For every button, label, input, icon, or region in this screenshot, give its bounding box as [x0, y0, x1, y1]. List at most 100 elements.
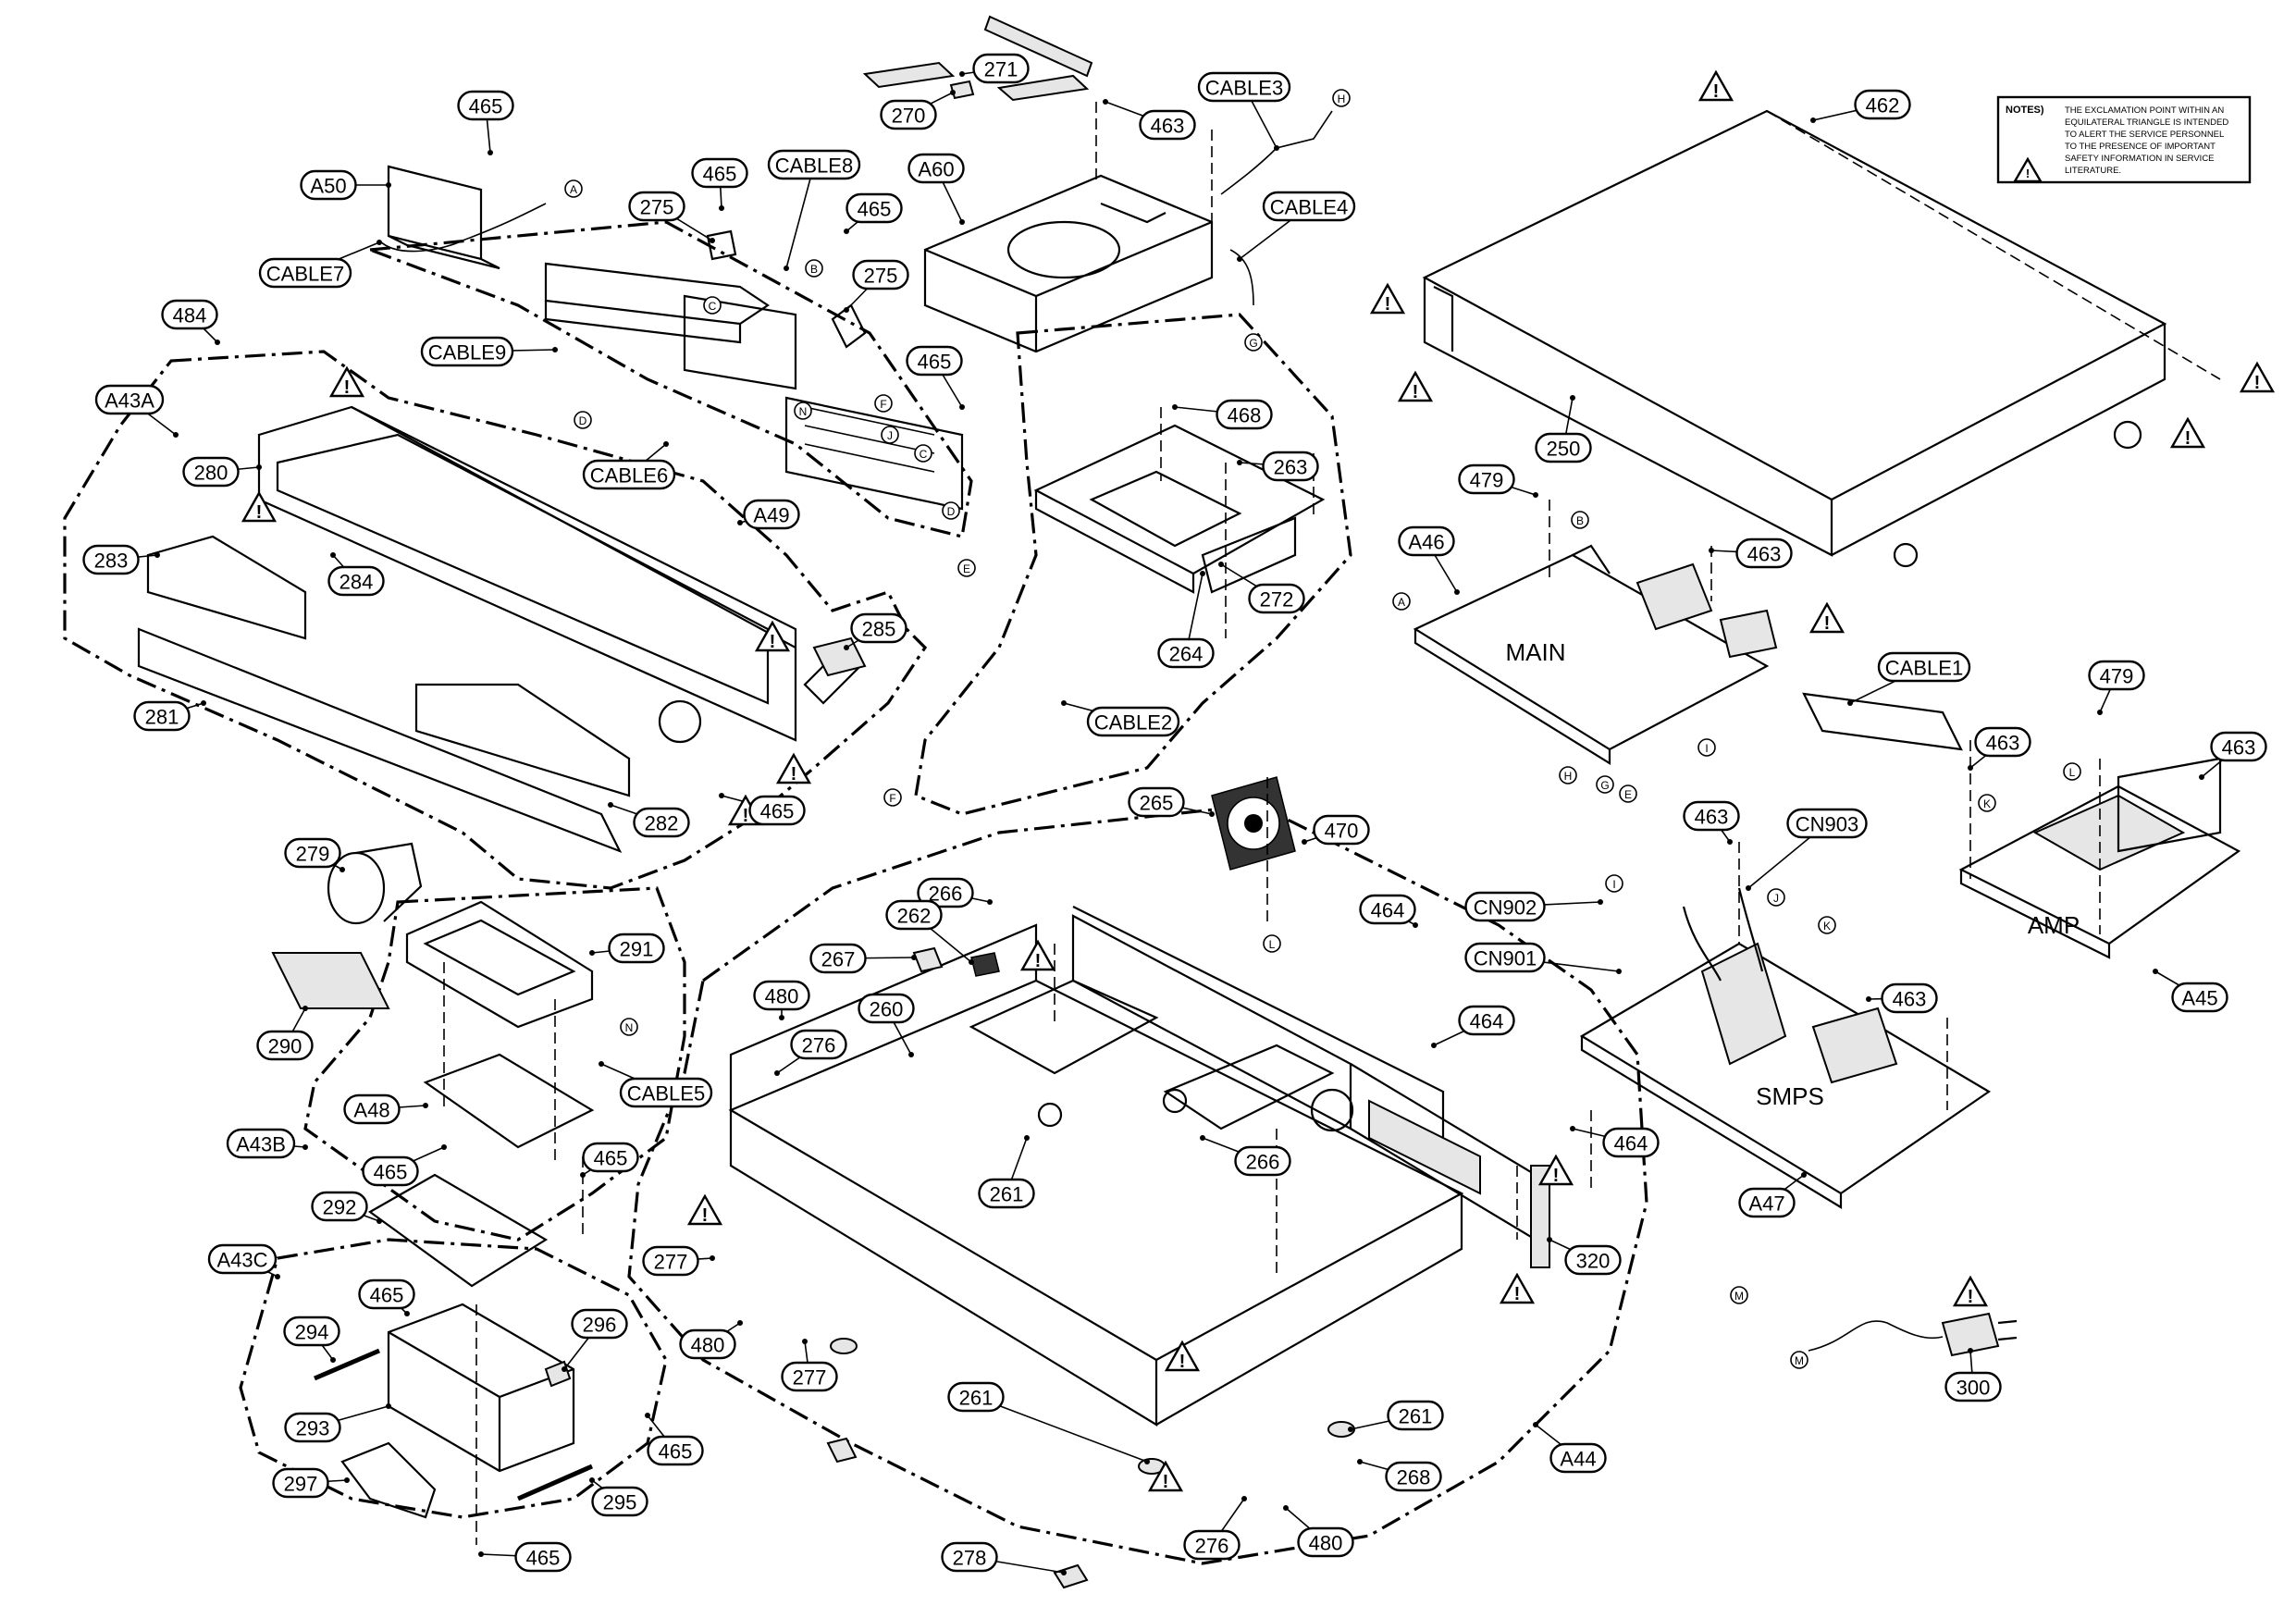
connector-pin-letter: G [1249, 337, 1257, 350]
callout-label: 281 [145, 706, 179, 729]
callout-label: 480 [691, 1334, 725, 1357]
callout-box [906, 345, 963, 377]
callout-label: 279 [296, 843, 330, 866]
notes-box: NOTES) ! THE EXCLAMATION POINT WITHIN AN… [1996, 95, 2252, 184]
assembly-293 [387, 1303, 575, 1473]
bracket-263-272 [1033, 424, 1326, 594]
callout-box [256, 1030, 314, 1061]
callout-cable9: CABLE9 [420, 336, 514, 367]
leader-end-470 [1302, 839, 1307, 845]
callout-box [858, 993, 915, 1024]
callout-label: 465 [760, 800, 795, 823]
callout-cn902: CN902 [1464, 891, 1546, 922]
callout-box [1564, 1244, 1622, 1276]
callout-box [1262, 191, 1356, 222]
leader-end-cn901 [1616, 969, 1622, 974]
leader-end-465 [488, 150, 493, 155]
callout-box [1234, 1145, 1291, 1177]
board-name-smps: SMPS [1756, 1082, 1824, 1110]
board-a45-amp [1958, 757, 2241, 959]
drive-a60 [923, 174, 1214, 353]
callout-cable4: CABLE4 [1262, 191, 1356, 222]
callout-label: 270 [892, 105, 926, 128]
leader-end-290 [302, 1006, 308, 1011]
leader-end-a49 [737, 520, 743, 525]
callout-box [1183, 1529, 1241, 1561]
leader-end-463 [1103, 99, 1108, 105]
leader-end-479 [2097, 710, 2103, 715]
callout-464: 464 [1359, 894, 1416, 925]
leader-end-a50 [386, 182, 391, 188]
leader-end-291 [589, 950, 595, 956]
callout-box [642, 1245, 699, 1277]
warning-triangle-icon: ! [1147, 1460, 1184, 1492]
callout-label: 250 [1547, 438, 1581, 461]
leader-end-cn902 [1598, 899, 1603, 905]
connector-pin-b: B [805, 259, 823, 278]
callout-label: 275 [864, 265, 898, 288]
callout-266: 266 [917, 877, 974, 908]
callout-box [1385, 1461, 1442, 1492]
connector-pin-c: C [703, 296, 722, 315]
warning-triangle-icon: ! [775, 752, 812, 784]
leader-end-480 [1283, 1505, 1289, 1511]
callout-box [972, 53, 1030, 84]
callout-label: A46 [1408, 531, 1444, 554]
top-cover-250 [1422, 109, 2221, 568]
leader-end-a45 [2153, 969, 2158, 974]
callout-label: A43B [236, 1133, 286, 1156]
callout-label: 285 [862, 618, 896, 641]
leader-cable8 [785, 164, 815, 269]
blocks-271-270 [862, 15, 1093, 102]
callout-label: CN901 [1474, 947, 1537, 970]
part-297 [340, 1441, 437, 1519]
connector-pin-circle [883, 788, 902, 807]
callout-label: 297 [284, 1473, 318, 1496]
callout-box [947, 1381, 1005, 1413]
warning-triangle-icon: ! [1019, 939, 1056, 971]
connector-pin-f: F [883, 788, 902, 807]
callout-276: 276 [1183, 1529, 1241, 1561]
callout-label: A45 [2181, 987, 2217, 1010]
leader-end-283 [154, 552, 160, 558]
callout-box [743, 499, 800, 530]
connector-pin-circle [1392, 592, 1411, 611]
callout-label: CABLE6 [590, 464, 668, 488]
leader-261 [975, 1396, 1148, 1463]
callout-box [633, 807, 690, 838]
leader-end-cable1 [1847, 700, 1853, 706]
warning-triangle-icon: ! [1397, 370, 1434, 402]
connector-pin-k: K [1978, 794, 1996, 812]
callout-box [1535, 432, 1592, 463]
connector-pin-m: M [1730, 1286, 1748, 1304]
warning-triangle-shape [1537, 1154, 1574, 1186]
callout-label: A43C [216, 1249, 267, 1272]
warning-triangle-shape [1808, 601, 1845, 634]
callout-label: 272 [1260, 588, 1294, 612]
connector-pin-letter: M [1795, 1354, 1804, 1367]
callout-label: CABLE8 [775, 154, 853, 178]
warning-triangle-icon: ! [1369, 282, 1406, 315]
board-a46-main [1413, 544, 1778, 765]
callout-462: 462 [1854, 89, 1911, 120]
connector-pin-letter: J [887, 429, 893, 442]
callout-282: 282 [633, 807, 690, 838]
leader-end-465 [719, 205, 724, 211]
connector-pin-h: H [1559, 766, 1577, 784]
callout-label: CABLE7 [266, 263, 344, 286]
part-267 [912, 946, 944, 973]
callout-270: 270 [880, 99, 937, 130]
leader-end-465 [478, 1551, 484, 1557]
warning-triangle-shape [1147, 1460, 1184, 1492]
leader-end-260 [908, 1052, 914, 1057]
callout-label: 271 [984, 58, 1018, 81]
callout-box [300, 169, 357, 201]
callout-264: 264 [1157, 637, 1215, 669]
connector-pin-circle [1559, 766, 1577, 784]
connector-pin-letter: F [889, 792, 895, 805]
warning-triangle-shape [754, 620, 791, 652]
callout-cable3: CABLE3 [1197, 71, 1291, 103]
connector-pin-circle [805, 259, 823, 278]
callout-label: A48 [353, 1099, 389, 1122]
callout-277: 277 [642, 1245, 699, 1277]
